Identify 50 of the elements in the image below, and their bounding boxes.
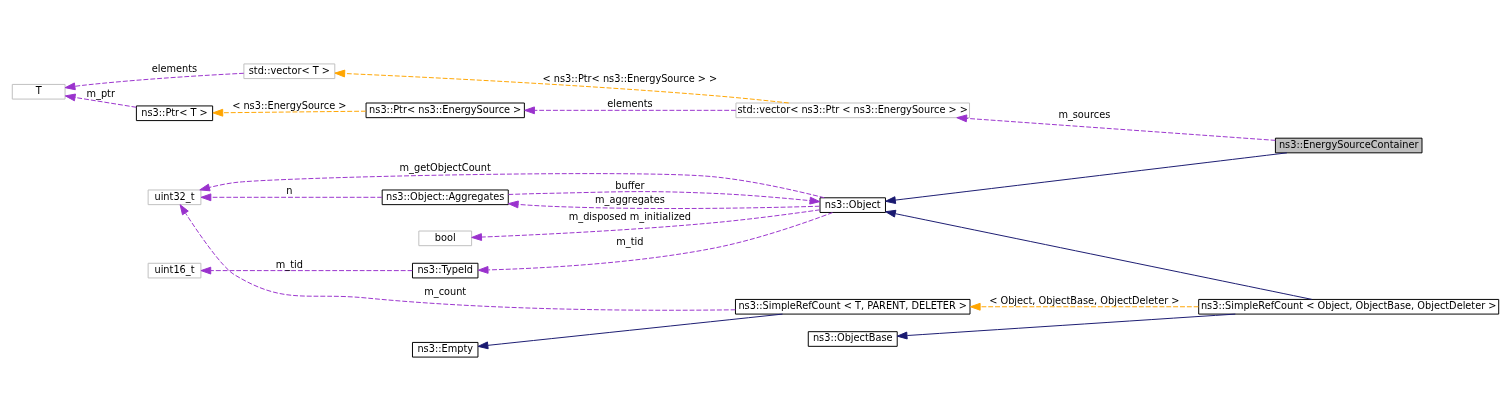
arrow	[334, 69, 790, 103]
node-box: ns3::Object::Aggregates	[381, 189, 509, 205]
node-box: ns3::SimpleRefCount < Object, ObjectBase, ObjectDeleter >	[1198, 298, 1500, 315]
node-box: ns3::Object	[819, 196, 886, 213]
node-box: ns3::TypeId	[412, 262, 479, 278]
edge-label: n	[286, 184, 293, 196]
arrow	[200, 192, 383, 201]
node-box: ns3::ObjectBase	[807, 330, 898, 347]
edge-label: m_disposed m_initialized	[568, 210, 692, 222]
edge-label: elements	[151, 62, 198, 74]
node-box: ns3::SimpleRefCount < T, PARENT, DELETER >	[735, 298, 971, 315]
arrow	[524, 105, 737, 114]
arrow	[212, 108, 367, 117]
edge-label: buffer	[615, 179, 645, 191]
edge-label: < ns3::EnergySource >	[232, 99, 347, 111]
edge-label: < Object, ObjectBase, ObjectDeleter >	[989, 294, 1180, 306]
edge-label: elements	[607, 97, 653, 109]
edge-label: m_aggregates	[595, 193, 665, 205]
edge-label: m_tid	[616, 235, 644, 247]
arrow	[885, 151, 1288, 204]
arrow	[956, 113, 1276, 141]
arrow	[179, 203, 736, 311]
node-box: ns3::Empty	[412, 341, 479, 358]
node-box: ns3::Ptr< ns3::EnergySource >	[365, 102, 525, 118]
arrow	[471, 208, 821, 241]
arrow	[477, 211, 833, 274]
arrow	[507, 200, 821, 209]
node-box: ns3::Ptr< T >	[135, 104, 214, 121]
edge-label: m_sources	[1058, 108, 1111, 120]
node-box: ns3::EnergySourceContainer	[1274, 137, 1423, 153]
node-box: uint16_t	[147, 262, 202, 278]
arrow	[200, 266, 413, 274]
node-box: T	[11, 83, 66, 100]
edge-label: m_getObjectCount	[399, 161, 491, 173]
node-box: uint32_t	[147, 189, 202, 205]
arrow	[969, 302, 1199, 311]
arrow	[64, 72, 245, 90]
arrow	[896, 313, 1236, 339]
arrow	[64, 93, 137, 108]
edge-label: < ns3::Ptr< ns3::EnergySource > >	[542, 72, 718, 84]
arrow	[477, 313, 783, 349]
node-box: std::vector< T >	[243, 62, 336, 79]
arrow	[199, 172, 825, 198]
node-box: bool	[418, 230, 473, 246]
edge-label: m_tid	[275, 258, 303, 270]
edge-label: m_ptr	[86, 87, 115, 99]
edge-label: m_count	[424, 285, 467, 297]
node-box: std::vector< ns3::Ptr < ns3::EnergySource > >	[735, 102, 970, 118]
arrow	[507, 190, 821, 205]
arrow	[885, 209, 1313, 300]
